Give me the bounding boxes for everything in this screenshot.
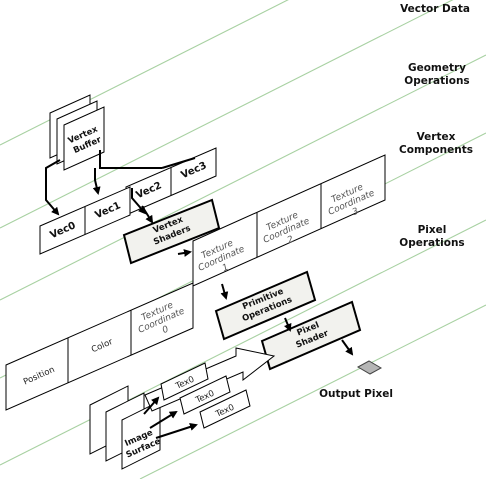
shader-box (214, 270, 317, 341)
label-line: 2 (286, 234, 296, 246)
section-label-line: Operations (399, 237, 464, 249)
section-label-line: Geometry (408, 62, 466, 74)
section-vector-data: Vector Data (400, 3, 470, 15)
label-line: 3 (351, 206, 361, 218)
pixel-shader-to-output-arrow (341, 339, 354, 356)
section-label-line: Pixel (418, 224, 447, 236)
surface-to-tex-arrow (149, 410, 178, 429)
surface-to-tex-arrow (143, 396, 160, 415)
connector-arrow (92, 168, 101, 195)
output-pixel-label: Output Pixel (319, 388, 393, 400)
section-pixel-operations: Pixel Operations (399, 224, 464, 249)
output-pixel: Output Pixel (319, 360, 393, 400)
surface-to-tex-arrow (155, 423, 198, 439)
image-surface-page (121, 400, 161, 470)
shader-box (122, 198, 221, 265)
connector-line (99, 150, 162, 169)
output-pixel-square (356, 360, 383, 375)
tex0-box (179, 375, 231, 415)
connector-arrow (45, 159, 61, 216)
primitive-to-pixel-shader-arrow (284, 317, 292, 332)
section-label-line: Components (399, 144, 473, 156)
strip-outline (192, 154, 386, 287)
section-geometry-operations: Geometry Operations (404, 62, 469, 87)
pixel-strip: Position Color Texture Coordinate 0 (5, 282, 194, 411)
guide-line (139, 304, 486, 479)
vertex-shaders-to-strip-arrow (177, 249, 192, 257)
guide-line (0, 219, 486, 466)
vector-block-lower: Vec0 Vec1 (39, 186, 131, 255)
section-label-line: Operations (404, 75, 469, 87)
connector-line (161, 157, 196, 169)
label-line: 0 (161, 324, 171, 336)
section-label-line: Vertex (417, 131, 456, 143)
vertex-buffer-page (63, 106, 105, 171)
tex0-box (160, 362, 209, 401)
label-line: 1 (221, 262, 230, 273)
connector-arrow (131, 188, 147, 215)
section-vertex-components: Vertex Components (399, 131, 473, 156)
vertex-buffer-stack: Vertex Buffer (49, 94, 105, 171)
vertex-shaders-box: Vertex Shaders (122, 198, 221, 265)
strip-to-primitive-arrow (220, 283, 229, 300)
guide-line (0, 0, 454, 229)
texture-stack: Tex0 Tex0 Tex0 (160, 362, 251, 429)
vec1-to-vertex-shaders-arrow (141, 205, 154, 224)
vertex-components-strip: Texture Coordinate 1 Texture Coordinate … (192, 154, 386, 287)
texture-sample-arrow (144, 347, 276, 412)
guide-line (0, 54, 486, 301)
tex0-box (199, 389, 251, 429)
vertex-buffer-connectors (45, 150, 196, 216)
